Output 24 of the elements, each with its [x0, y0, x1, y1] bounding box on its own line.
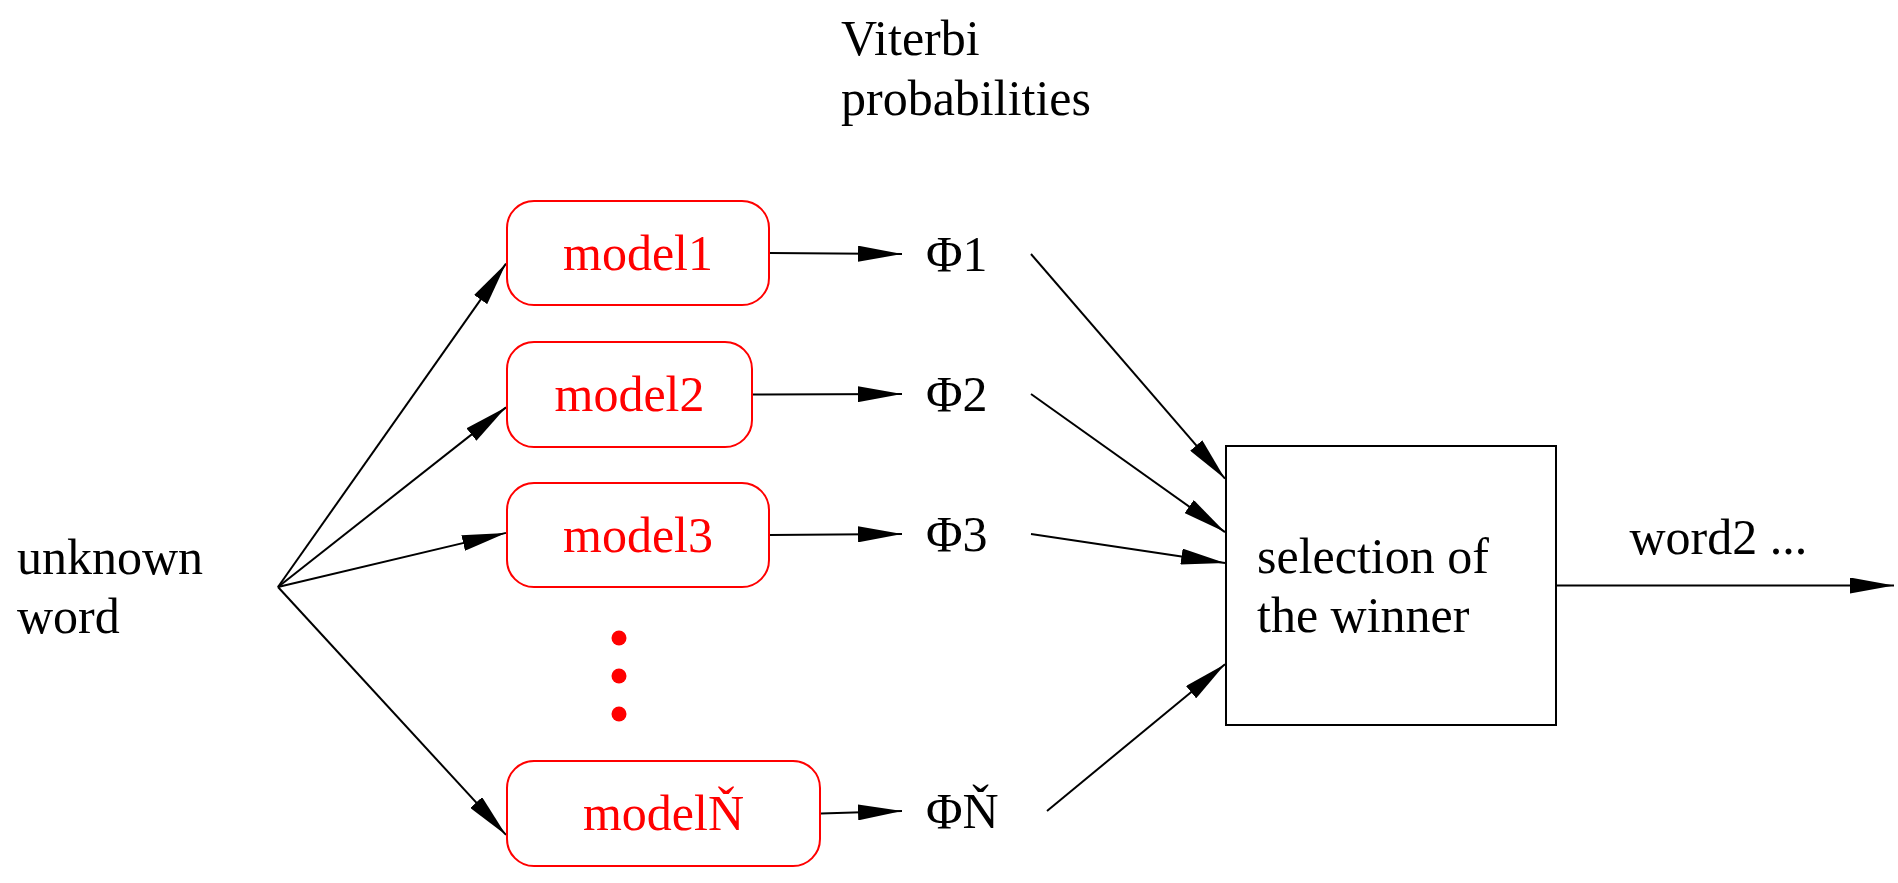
arrow	[1030, 533, 1226, 565]
arrow	[1556, 577, 1895, 594]
text-label: unknown word	[17, 500, 278, 674]
arrow	[277, 531, 507, 588]
probability-label: ΦŇ	[902, 768, 1047, 854]
arrow	[769, 526, 903, 543]
heading-label: Viterbi probabilities	[841, 9, 1092, 128]
model-box: model1	[506, 200, 770, 306]
arrow	[277, 262, 507, 588]
arrow	[277, 406, 507, 588]
arrow	[1046, 663, 1226, 812]
arrow	[820, 804, 903, 821]
selection-box: selection of the winner	[1225, 445, 1557, 726]
arrow	[752, 386, 903, 403]
model-box: model2	[506, 341, 753, 448]
arrow	[1030, 393, 1226, 534]
probability-label: Φ1	[902, 222, 1031, 286]
arrow	[277, 586, 507, 836]
model-box: model3	[506, 482, 770, 588]
model-box: modelŇ	[506, 760, 821, 867]
probability-label: Φ3	[902, 502, 1031, 566]
probability-label: Φ2	[902, 362, 1031, 426]
arrow	[769, 245, 903, 262]
arrow	[1030, 253, 1226, 480]
